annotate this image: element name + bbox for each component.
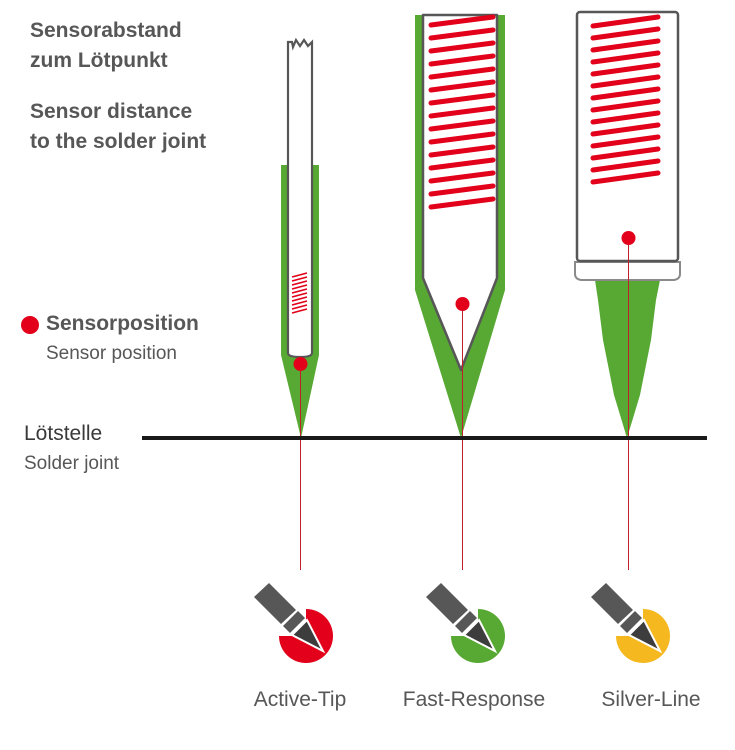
active-tip-inner-shaft <box>286 37 314 359</box>
solder-joint-label-de: Lötstelle <box>24 422 103 445</box>
active-tip-drawing <box>281 37 319 570</box>
silver-line-iron-handle <box>591 583 633 624</box>
active-tip-heater-coil <box>291 272 308 314</box>
silver-line-green-tip <box>595 280 660 438</box>
tip-label-silver-line: Silver-Line <box>601 688 701 711</box>
title-de-line2: zum Lötpunkt <box>30 49 168 72</box>
fast-response-sensor-dot <box>455 297 470 311</box>
tip-icon-fast-response <box>426 583 505 663</box>
active-tip-iron-handle <box>254 583 296 624</box>
tip-icon-active-tip <box>254 583 333 663</box>
silver-line-drawing <box>574 10 681 570</box>
solder-joint-label-en: Solder joint <box>24 453 120 474</box>
fast-response-drawing <box>415 13 505 570</box>
silver-line-iron-neck <box>620 611 642 633</box>
active-tip-iron-point <box>290 618 326 654</box>
legend-label-de: Sensorposition <box>46 312 199 335</box>
legend-label-en: Sensor position <box>46 343 177 364</box>
active-tip-sensor-dot <box>293 357 308 371</box>
silver-line-sensor-dot <box>621 231 636 245</box>
tip-label-fast-response: Fast-Response <box>402 688 546 711</box>
tip-icon-silver-line <box>591 583 670 663</box>
active-tip-iron-neck <box>283 611 305 633</box>
title-en-line1: Sensor distance <box>30 100 193 123</box>
fast-response-iron-handle <box>426 583 468 624</box>
silver-line-collar <box>574 261 681 281</box>
legend-sensor-dot <box>21 316 39 334</box>
fast-response-iron-neck <box>455 611 477 633</box>
silver-line-iron-point <box>627 618 663 654</box>
title-de-line1: Sensorabstand <box>30 19 182 42</box>
fast-response-heater-coil <box>428 14 496 210</box>
silver-line-heater-coil <box>590 14 661 185</box>
fast-response-iron-point <box>462 618 498 654</box>
tip-label-active-tip: Active-Tip <box>253 688 347 711</box>
title-en-line2: to the solder joint <box>30 130 207 153</box>
